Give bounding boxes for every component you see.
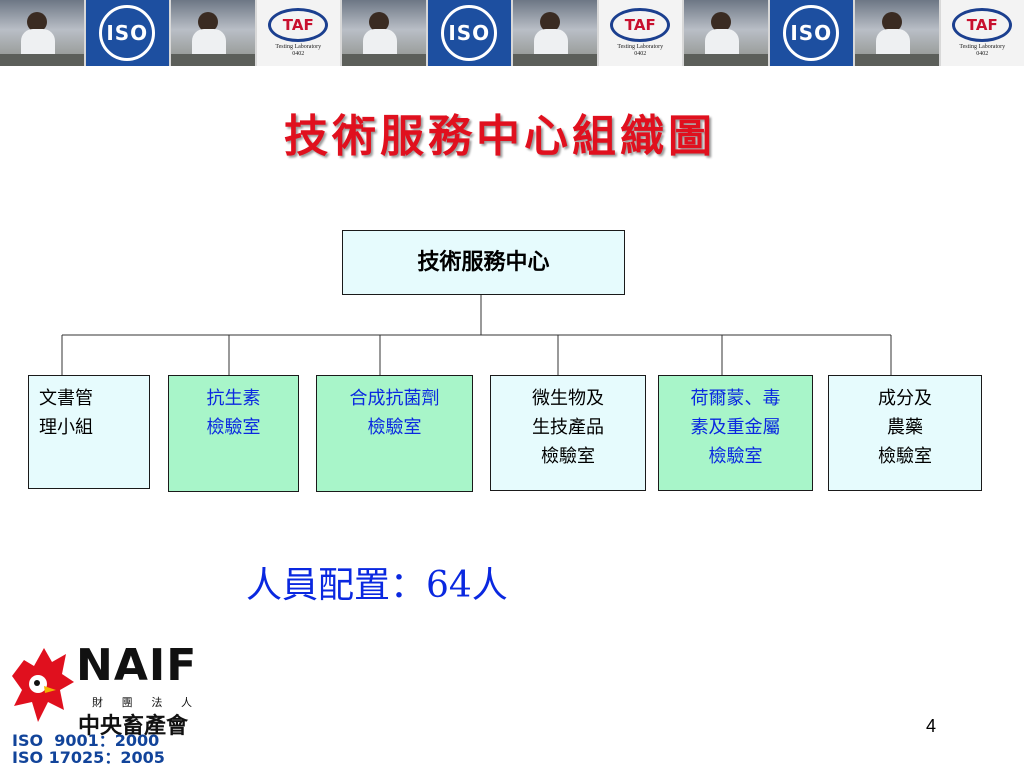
lab-worker-figure <box>539 11 560 32</box>
naif-sub-char: 人 <box>180 696 192 709</box>
org-node-composition-pesticide-lab: 成分及 農藥 檢驗室 <box>828 375 982 491</box>
lab-bench <box>171 54 255 66</box>
org-node-line: 荷爾蒙、毒 <box>690 388 781 409</box>
org-node-line: 抗生素 <box>206 388 261 409</box>
org-node-line: 成分及 <box>878 388 932 409</box>
taf-sub-line: 0402 <box>634 51 647 57</box>
org-node-line: 農藥 <box>887 417 923 438</box>
naif-subtitle: 財 團 法 人 <box>92 694 192 710</box>
iso-logo-text: ISO <box>106 21 149 45</box>
lab-worker-figure <box>881 11 902 32</box>
org-node-line: 文書管 <box>39 388 93 409</box>
taf-sub-line: Testing Laboratory <box>617 44 664 50</box>
org-node-line: 理小組 <box>39 417 93 438</box>
org-node-line: 檢驗室 <box>708 446 763 467</box>
org-node-line: 生技產品 <box>532 417 604 438</box>
naif-org-name: 中央畜產會 <box>78 714 189 739</box>
taf-badge-icon: TAF <box>610 8 671 42</box>
iso-logo: ISO <box>769 0 853 66</box>
page-number: 4 <box>926 716 937 736</box>
org-node-microbiology-lab: 微生物及 生技產品 檢驗室 <box>490 375 646 491</box>
taf-badge-icon: TAF <box>268 8 329 42</box>
naif-sub-char: 團 <box>121 696 133 709</box>
staffing-summary: 人員配置：64人 <box>246 565 508 606</box>
org-node-line: 檢驗室 <box>878 446 932 467</box>
iso-globe-icon: ISO <box>783 5 840 61</box>
iso-logo: ISO <box>85 0 169 66</box>
org-node-line: 檢驗室 <box>541 446 595 467</box>
iso-logo-text: ISO <box>790 21 833 45</box>
naif-wordmark: NAIF <box>76 640 198 691</box>
org-node-label: 技術服務中心 <box>417 249 550 275</box>
taf-badge-icon: TAF <box>952 8 1013 42</box>
lab-worker-figure <box>710 11 731 32</box>
naif-sub-char: 法 <box>151 696 163 709</box>
iso-logo: ISO <box>427 0 511 66</box>
org-node-root: 技術服務中心 <box>342 230 625 295</box>
lab-photo <box>171 0 255 66</box>
lab-worker-figure <box>197 11 218 32</box>
taf-sub-line: 0402 <box>292 51 305 57</box>
page-title: 技術服務中心組織圖 <box>284 111 716 162</box>
lab-bench <box>684 54 768 66</box>
taf-sub-line: Testing Laboratory <box>959 44 1006 50</box>
taf-mark-text: TAF <box>624 16 656 34</box>
lab-photo <box>684 0 768 66</box>
org-node-line: 素及重金屬 <box>690 417 781 438</box>
org-node-line: 合成抗菌劑 <box>349 388 440 409</box>
naif-logo: NAIF 財 團 法 人 中央畜產會 ISO 9001：2000 ISO 170… <box>0 632 210 768</box>
org-node-antibiotic-lab: 抗生素 檢驗室 <box>168 375 299 492</box>
org-node-hormone-toxin-metal-lab: 荷爾蒙、毒 素及重金屬 檢驗室 <box>658 375 813 491</box>
lab-worker-figure <box>368 11 389 32</box>
iso-certification-lines: ISO 9001：2000 ISO 17025：2005 <box>12 732 165 766</box>
lab-photo <box>855 0 939 66</box>
naif-rooster-icon <box>12 648 74 722</box>
taf-mark-text: TAF <box>282 16 314 34</box>
iso-logo-text: ISO <box>448 21 491 45</box>
lab-bench <box>513 54 597 66</box>
naif-sub-char: 財 <box>92 696 103 709</box>
org-node-line: 微生物及 <box>532 388 604 409</box>
org-node-admin-unit: 文書管 理小組 <box>28 375 150 489</box>
lab-worker-figure <box>26 11 47 32</box>
iso-globe-icon: ISO <box>99 5 156 61</box>
taf-sub-line: 0402 <box>976 51 989 57</box>
org-node-line: 檢驗室 <box>206 417 261 438</box>
lab-photo <box>342 0 426 66</box>
iso-certification-line: ISO 9001：2000 <box>12 731 160 750</box>
org-node-line: 檢驗室 <box>367 417 422 438</box>
lab-photo <box>513 0 597 66</box>
lab-bench <box>342 54 426 66</box>
lab-bench <box>0 54 84 66</box>
iso-certification-line: ISO 17025：2005 <box>12 748 165 767</box>
taf-sub-line: Testing Laboratory <box>275 44 322 50</box>
iso-globe-icon: ISO <box>441 5 498 61</box>
lab-bench <box>855 54 939 66</box>
taf-mark-text: TAF <box>966 16 998 34</box>
lab-photo <box>0 0 84 66</box>
org-node-synthetic-antimicrobial-lab: 合成抗菌劑 檢驗室 <box>316 375 473 492</box>
